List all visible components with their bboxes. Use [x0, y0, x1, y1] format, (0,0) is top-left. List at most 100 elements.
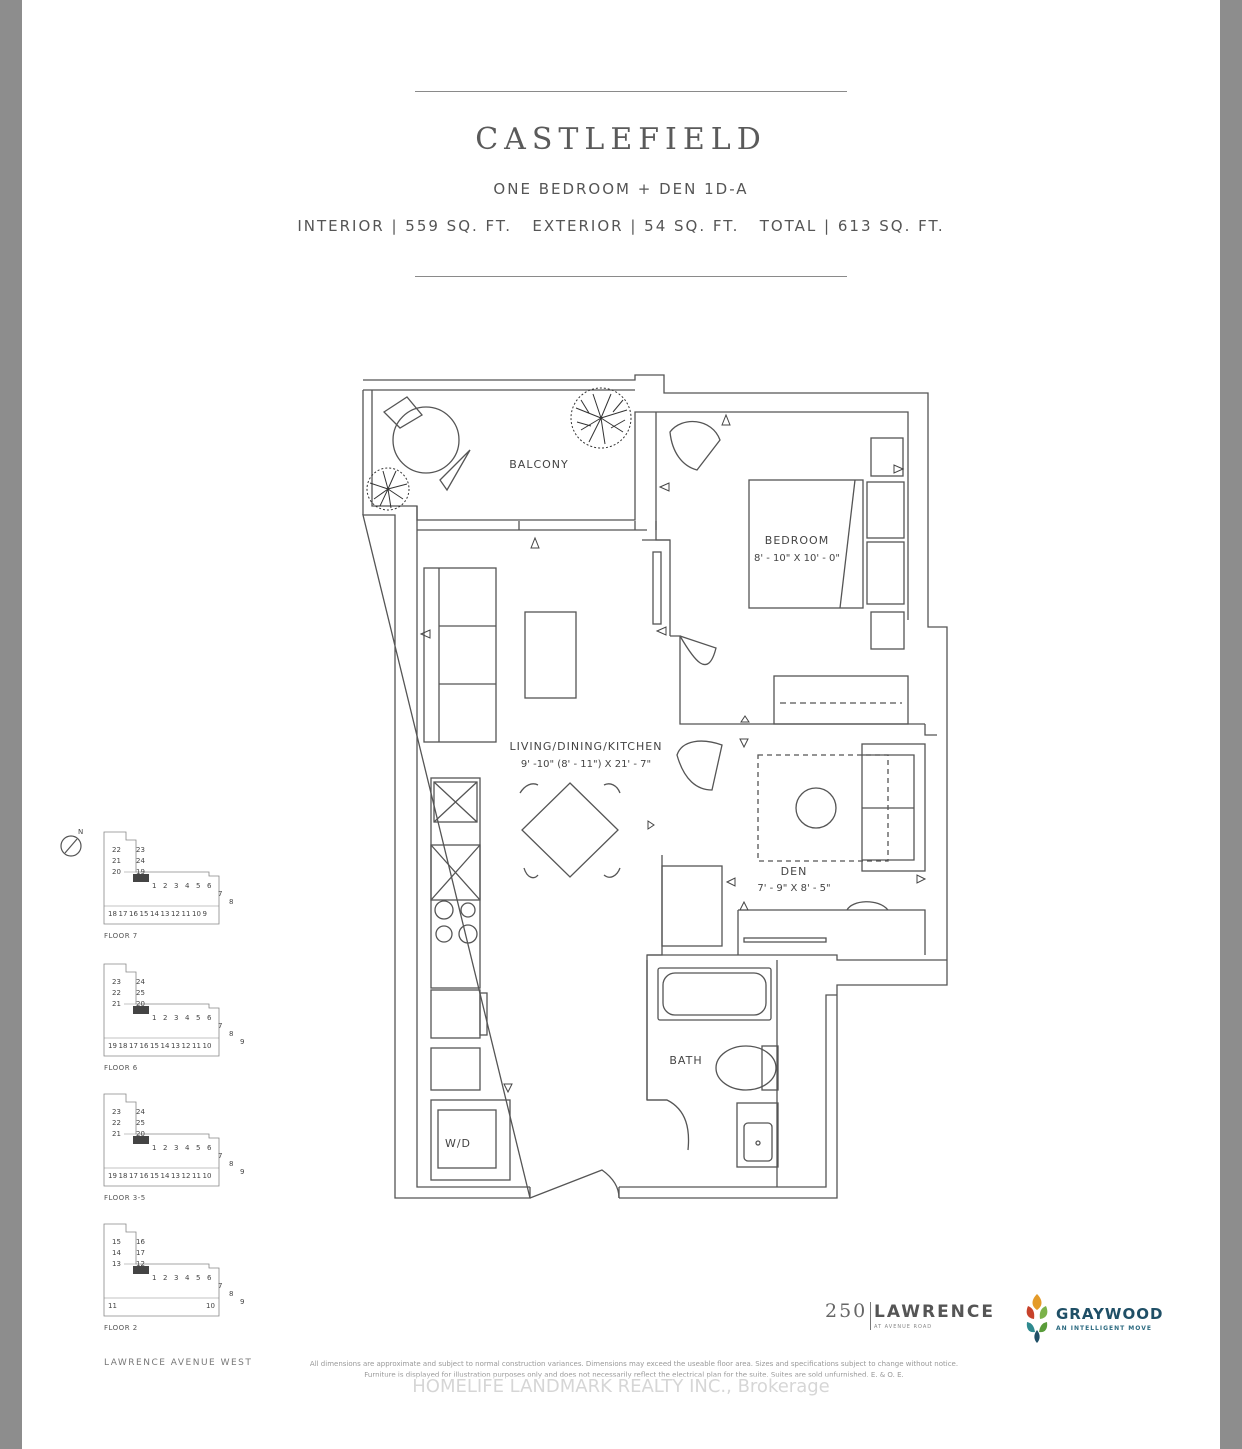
keyplan-unit-label: 18: [119, 1042, 128, 1050]
inner-wall-left: [371, 390, 530, 1188]
keyplan-unit-label: 16: [129, 910, 138, 918]
keyplan-unit-label: 4: [185, 1014, 190, 1022]
keyplan-unit-label: 13: [171, 1042, 180, 1050]
keyplan-unit-label: 14: [161, 1172, 170, 1180]
keyplan-unit-label: 25: [136, 1119, 145, 1127]
keyplan-unit-label: 2: [163, 1144, 167, 1152]
tree-icons: [366, 387, 632, 511]
keyplan-outline: [103, 963, 220, 1057]
keyplan-unit-label: 18: [119, 1172, 128, 1180]
keyplan-unit-label: 12: [136, 1260, 145, 1268]
room-label-wd: W/D: [445, 1137, 471, 1150]
keyplan-unit-label: 24: [136, 1108, 145, 1116]
keyplan-caption: FLOOR 6: [104, 1064, 138, 1072]
room-label-bath: BATH: [669, 1054, 702, 1067]
keyplan-unit-label: 7: [218, 1282, 222, 1290]
keyplan-outline: [103, 1093, 220, 1187]
brokerage-watermark: HOMELIFE LANDMARK REALTY INC., Brokerage: [372, 1376, 870, 1398]
keyplan-highlight: [133, 1006, 149, 1014]
keyplan-unit-label: 6: [207, 1274, 212, 1282]
keyplan-unit-label: 24: [136, 857, 145, 865]
keyplan-unit-label: 15: [140, 910, 149, 918]
keyplan-highlight: [133, 1266, 149, 1274]
bottom-rule: [415, 276, 847, 277]
keyplan-unit-label: 8: [229, 898, 233, 906]
keyplan-unit-label: 22: [112, 846, 121, 854]
keyplan-unit-label: 14: [112, 1249, 121, 1257]
suite-areas: INTERIOR | 559 SQ. FT. EXTERIOR | 54 SQ.…: [297, 217, 945, 235]
keyplan-unit-label: 21: [112, 1130, 121, 1138]
keyplan-unit-label: 7: [218, 890, 222, 898]
keyplan-unit-label: 9: [240, 1168, 244, 1176]
keyplan-unit-label: 23: [112, 1108, 121, 1116]
room-dim-living: 9' -10" (8' - 11") X 21' - 7": [521, 759, 651, 770]
keyplan-unit-label: 8: [229, 1290, 233, 1298]
keyplan-unit-label: 19: [136, 868, 145, 876]
keyplan-unit-label: 10: [203, 1042, 212, 1050]
compass-north-label: N: [78, 828, 83, 836]
keyplan-unit-label: 5: [196, 1014, 200, 1022]
keyplan-unit-label: 11: [192, 1172, 201, 1180]
brand-name: LAWRENCE: [874, 1302, 995, 1322]
keyplan-unit-label: 2: [163, 882, 167, 890]
keyplan-unit-label: 14: [150, 910, 159, 918]
keyplan-unit-label: 19: [108, 1042, 117, 1050]
room-label-den: DEN: [781, 865, 808, 878]
brand-subtitle: AT AVENUE ROAD: [874, 1324, 933, 1330]
keyplan-unit-label: 17: [129, 1042, 138, 1050]
keyplan-unit-label: 17: [129, 1172, 138, 1180]
keyplan-unit-label: 13: [161, 910, 170, 918]
keyplan-unit-label: 1: [152, 1014, 156, 1022]
keyplan-unit-label: 16: [140, 1042, 149, 1050]
developer-name: GRAYWOOD: [1056, 1305, 1164, 1323]
disclaimer: All dimensions are approximate and subje…: [309, 1360, 959, 1379]
keyplan-unit-label: 12: [182, 1042, 191, 1050]
keyplan-unit-label: 20: [112, 868, 121, 876]
floorplan-sheet: CASTLEFIELD ONE BEDROOM + DEN 1D-A INTER…: [22, 0, 1220, 1449]
brand-number: 250: [825, 1300, 868, 1322]
keyplan-unit-label: 3: [174, 1274, 178, 1282]
keyplan-unit-label: 13: [171, 1172, 180, 1180]
keyplan-unit-label: 12: [171, 910, 180, 918]
balcony-line: [416, 411, 909, 620]
keyplan-unit-label: 25: [136, 989, 145, 997]
keyplan-unit-label: 20: [136, 1130, 145, 1138]
keyplan-unit-label: 1: [152, 882, 156, 890]
developer-tagline: AN INTELLIGENT MOVE: [1056, 1325, 1152, 1332]
keyplan-caption: FLOOR 2: [104, 1324, 138, 1332]
keyplan-unit-label: 8: [229, 1030, 233, 1038]
keyplan-caption: FLOOR 3-5: [104, 1194, 146, 1202]
keyplan-unit-label: 21: [112, 1000, 121, 1008]
keyplan-unit-label: 17: [119, 910, 128, 918]
keyplan-unit-label: 3: [174, 1014, 178, 1022]
keyplan-unit-label: 1: [152, 1144, 156, 1152]
room-dim-bedroom: 8' - 10" X 10' - 0": [754, 553, 840, 564]
keyplan-unit-label: 12: [182, 1172, 191, 1180]
keyplan-unit-label: 15: [112, 1238, 121, 1246]
keyplan-unit-label: 16: [136, 1238, 145, 1246]
keyplan-unit-label: 15: [150, 1042, 159, 1050]
keyplan-unit-label: 24: [136, 978, 145, 986]
keyplan-unit-label: 7: [218, 1022, 222, 1030]
brand-divider: [870, 1302, 871, 1330]
keyplan-unit-label: 5: [196, 1144, 200, 1152]
keyplan-unit-label: 5: [196, 882, 200, 890]
keyplan-outline: [103, 1223, 220, 1317]
keyplan-unit-label: 11: [182, 910, 191, 918]
keyplan-unit-label: 23: [112, 978, 121, 986]
keyplan-unit-label: 9: [203, 910, 207, 918]
keyplan-unit-label: 3: [174, 1144, 178, 1152]
keyplan-unit-label: 14: [161, 1042, 170, 1050]
graywood-leaf-icon: [1026, 1294, 1048, 1343]
keyplan-unit-label: 21: [112, 857, 121, 865]
keyplan-unit-label: 10: [192, 910, 201, 918]
keyplan-unit-label: 6: [207, 882, 212, 890]
compass-icon: [60, 835, 82, 857]
keyplan-unit-label: 11: [192, 1042, 201, 1050]
keyplan-unit-label: 6: [207, 1144, 212, 1152]
keyplan-unit-label: 6: [207, 1014, 212, 1022]
